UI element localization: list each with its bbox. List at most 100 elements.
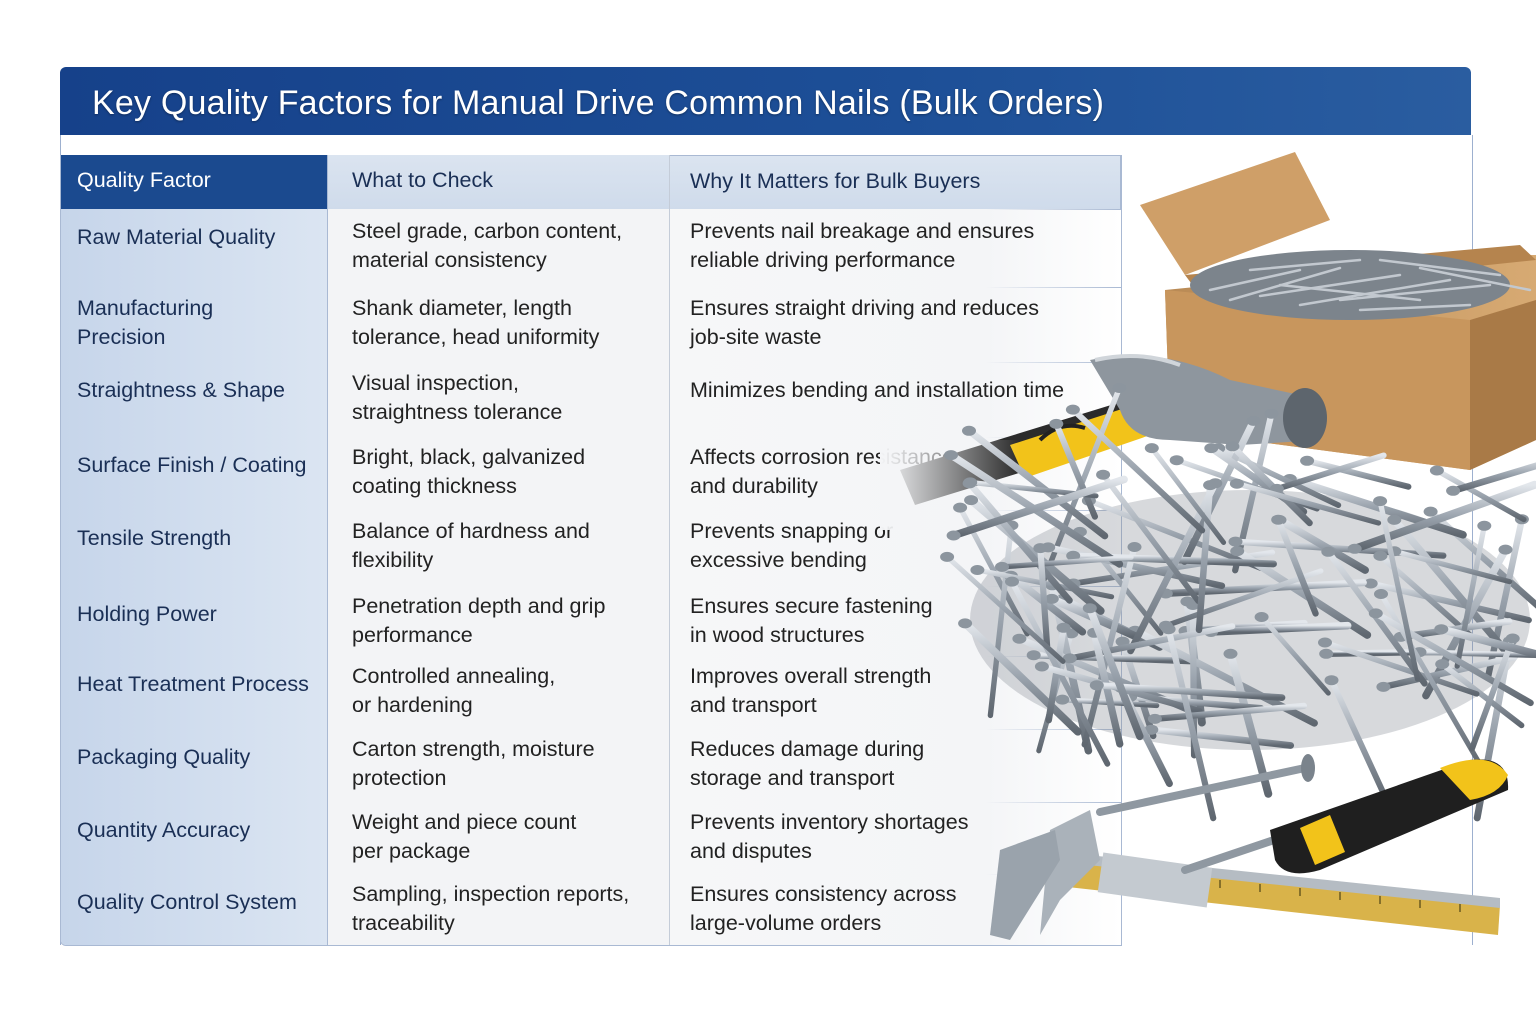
cell-line: excessive bending (690, 548, 867, 572)
cell-line: Surface Finish / Coating (77, 453, 307, 477)
what-to-check-cell-text: Penetration depth and grip performance (352, 592, 605, 650)
column-header: What to Check (328, 155, 670, 209)
nail-head (1502, 636, 1517, 647)
quality-factor-cell: Surface Finish / Coating (61, 437, 328, 510)
page-title: Key Quality Factors for Manual Drive Com… (92, 84, 1105, 122)
cell-line: Prevents snapping or (690, 519, 894, 543)
cell-line: Reduces damage during (690, 737, 925, 761)
why-it-matters-cell-text: Prevents snapping or excessive bending (690, 517, 893, 575)
cell-line: Manufacturing (77, 295, 214, 320)
quality-factor-cell: Packaging Quality (61, 729, 328, 802)
cell-line: Ensures straight driving and reduces (690, 295, 1039, 320)
what-to-check-cell: Controlled annealing, or hardening (328, 656, 670, 729)
cell-line: large-volume orders (690, 911, 882, 935)
table-row: Straightness & Shape Visual inspection,st… (61, 362, 1121, 438)
cell-line: Controlled annealing, (352, 664, 556, 688)
nail-shape (1473, 637, 1514, 822)
what-to-check-cell-text: Carton strength, moisture protection (352, 735, 595, 793)
table-header-row: Quality Factor What to Check Why It Matter… (61, 155, 1121, 210)
table-row: Raw Material Quality Steel grade, carbon … (61, 209, 1121, 288)
cell-line: Raw Material Quality (77, 225, 276, 249)
cell-line: Shank diameter, length (352, 295, 572, 320)
what-to-check-cell: Visual inspection,straightness tolerance (328, 362, 670, 437)
quality-factor-cell-text: Straightness & Shape (77, 376, 285, 405)
cell-line: Carton strength, moisture (352, 737, 595, 761)
quality-factor-cell: Quantity Accuracy (61, 802, 328, 874)
cell-line: protection (352, 766, 447, 790)
cell-line: Straightness & Shape (77, 378, 285, 402)
cell-line: and disputes (690, 839, 812, 863)
nail-head (1477, 520, 1492, 531)
cell-line: Balance of hardness and (352, 519, 590, 543)
cell-line: traceability (352, 911, 455, 935)
why-it-matters-cell-text: Ensures consistency across large-volume o… (690, 880, 956, 938)
cell-line: storage and transport (690, 766, 895, 790)
cell-line: Improves overall strength (690, 664, 932, 688)
cell-line: Prevents inventory shortages (690, 810, 969, 834)
nail-shape (1484, 516, 1526, 680)
quality-factor-cell-text: Packaging Quality (77, 743, 250, 772)
cell-line: Weight and piece count (352, 810, 577, 834)
table-row: Quality Control System Sampling, inspecti… (61, 874, 1121, 945)
what-to-check-cell-text: Balance of hardness and flexibility (352, 517, 590, 575)
column-header-label: Quality Factor (77, 168, 211, 192)
column-header-label: Why It Matters for Bulk Buyers (690, 169, 981, 193)
why-it-matters-cell: Ensures consistency across large-volume o… (670, 874, 1121, 945)
cell-line: or hardening (352, 693, 473, 717)
cell-line: reliable driving performance (690, 248, 956, 272)
why-it-matters-cell-text: Ensures straight driving and reduces job-… (690, 294, 1039, 352)
quality-factor-cell: Quality Control System (61, 874, 328, 945)
cell-line: Ensures secure fastening (690, 594, 933, 618)
quality-factor-cell-text: Raw Material Quality (77, 223, 275, 252)
cell-line: Ensures consistency across (690, 882, 957, 906)
what-to-check-cell-text: Sampling, inspection reports, traceabilit… (352, 880, 629, 938)
nail-head (1498, 544, 1513, 555)
cell-line: Holding Power (77, 602, 217, 626)
what-to-check-cell: Carton strength, moisture protection (328, 729, 670, 802)
quality-factor-cell: Straightness & Shape (61, 362, 328, 437)
why-it-matters-cell: Ensures secure fastening in wood structur… (670, 586, 1121, 656)
cell-line: Penetration depth and grip (352, 594, 606, 618)
quality-factor-cell: Raw Material Quality (61, 209, 328, 287)
quality-factor-cell: Tensile Strength (61, 510, 328, 586)
quality-factor-cell: Heat Treatment Process (61, 656, 328, 729)
what-to-check-cell: Penetration depth and grip performance (328, 586, 670, 656)
cell-line: job-site waste (690, 324, 822, 349)
why-it-matters-cell: Reduces damage during storage and transpo… (670, 729, 1121, 802)
cell-line: in wood structures (690, 623, 865, 647)
quality-factor-cell-text: Holding Power (77, 600, 217, 629)
cell-line: Visual inspection, (352, 370, 519, 395)
why-it-matters-cell: Minimizes bending and installation time (670, 362, 1121, 437)
why-it-matters-cell: Ensures straight driving and reduces job-… (670, 287, 1121, 362)
cell-line: Prevents nail breakage and ensures (690, 219, 1035, 243)
why-it-matters-cell-text: Minimizes bending and installation time (690, 376, 1064, 405)
quality-factors-table: Quality Factor What to Check Why It Matter… (60, 155, 1122, 946)
cell-line: performance (352, 623, 473, 647)
what-to-check-cell-text: Steel grade, carbon content,material con… (352, 217, 622, 275)
cell-line: Packaging Quality (77, 745, 251, 769)
why-it-matters-cell-text: Prevents nail breakage and ensures reliab… (690, 217, 1034, 275)
cell-line: flexibility (352, 548, 434, 572)
table-row: Heat Treatment Process Controlled anneali… (61, 656, 1121, 730)
cell-line: Sampling, inspection reports, (352, 882, 630, 906)
nail-head (1505, 633, 1520, 644)
what-to-check-cell-text: Controlled annealing, or hardening (352, 662, 555, 720)
why-it-matters-cell-text: Improves overall strength and transport (690, 662, 931, 720)
nail-shape (1469, 635, 1516, 752)
why-it-matters-cell-text: Prevents inventory shortages and disputes (690, 808, 968, 866)
quality-factor-cell: Holding Power (61, 586, 328, 656)
cell-line: and transport (690, 693, 817, 717)
cell-line: coating thickness (352, 474, 517, 498)
nail-head (1514, 514, 1529, 525)
why-it-matters-cell-text: Reduces damage during storage and transpo… (690, 735, 924, 793)
cell-line: Affects corrosion resistance (690, 445, 954, 469)
